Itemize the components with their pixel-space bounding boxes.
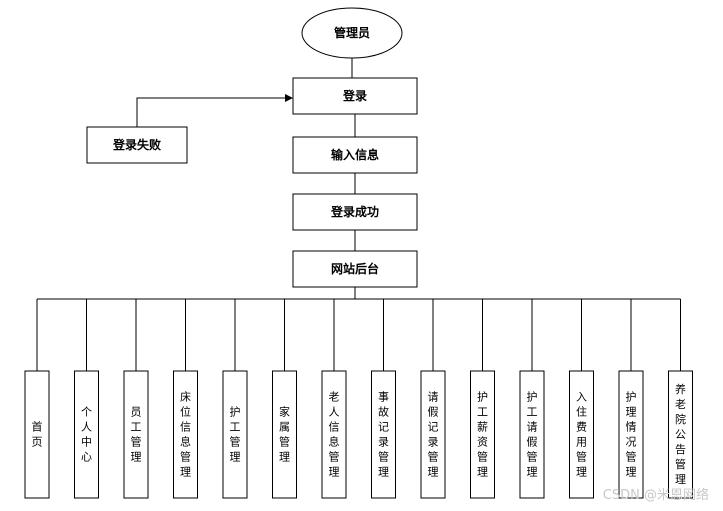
module-box: [272, 370, 297, 499]
login-label: 登录: [342, 88, 367, 103]
module-caregiver-salary-management: 护工薪资管理: [470, 370, 495, 499]
backend-label: 网站后台: [331, 261, 379, 276]
module-label: 个人中心: [81, 406, 92, 464]
input-info-label: 输入信息: [331, 147, 379, 162]
module-label: 床位信息管理: [180, 390, 191, 479]
module-label: 护工请假管理: [527, 390, 538, 479]
module-box: [618, 370, 644, 499]
root-node: 管理员: [301, 7, 403, 59]
module-caregiver-leave-management: 护工请假管理: [519, 370, 545, 499]
module-box: [519, 370, 545, 499]
module-incident-record-management: 事故记录管理: [371, 370, 396, 499]
module-label: 请假记录管理: [428, 391, 439, 479]
module-box: [668, 370, 693, 499]
module-leave-record-management: 请假记录管理: [420, 370, 446, 499]
module-label: 养老院公告管理: [675, 382, 686, 486]
module-label: 家属管理: [279, 405, 290, 464]
module-home: 首页: [24, 370, 50, 499]
module-label: 护理情况管理: [626, 390, 637, 479]
module-box: [569, 370, 594, 499]
module-label: 入住费用管理: [576, 391, 587, 479]
module-label: 护工管理: [230, 405, 241, 464]
module-bed-info-management: 床位信息管理: [173, 370, 198, 499]
module-label: 事故记录管理: [378, 391, 389, 479]
module-boxes: 首页 个人中心 员工管理 床位信息管理 护工管理 家属管理 老人信息管理 事故记录管理 请假记录…: [24, 370, 693, 499]
watermark-text: CSDN @米恩网络: [602, 488, 709, 503]
module-label: 首页: [32, 420, 43, 449]
login-success-node: 登录成功: [292, 193, 418, 231]
login-failure-label: 登录失败: [112, 137, 161, 152]
module-box: [222, 370, 248, 499]
module-box: [470, 370, 495, 499]
module-box: [321, 370, 347, 499]
login-failure-node: 登录失败: [86, 126, 188, 164]
module-box: [123, 370, 149, 499]
module-box: [371, 370, 396, 499]
backend-node: 网站后台: [292, 250, 418, 288]
module-box: [24, 370, 50, 499]
module-box: [420, 370, 446, 499]
module-personal-center: 个人中心: [74, 370, 99, 499]
module-label: 护工薪资管理: [477, 390, 488, 479]
module-nursing-home-notice-management: 养老院公告管理: [668, 370, 693, 499]
root-label: 管理员: [334, 25, 370, 40]
login-success-label: 登录成功: [330, 204, 379, 219]
module-label: 员工管理: [131, 406, 142, 464]
branch-lines: [36, 287, 681, 371]
input-info-node: 输入信息: [292, 136, 418, 174]
module-box: [173, 370, 198, 499]
module-admission-fee-management: 入住费用管理: [569, 370, 594, 499]
login-node: 登录: [292, 77, 418, 115]
module-label: 老人信息管理: [329, 391, 340, 479]
failure-arrow: [136, 94, 293, 127]
module-caregiver-management: 护工管理: [222, 370, 248, 499]
module-box: [74, 370, 99, 499]
module-family-management: 家属管理: [272, 370, 297, 499]
module-elder-info-management: 老人信息管理: [321, 370, 347, 499]
module-staff-management: 员工管理: [123, 370, 149, 499]
module-care-status-management: 护理情况管理: [618, 370, 644, 499]
